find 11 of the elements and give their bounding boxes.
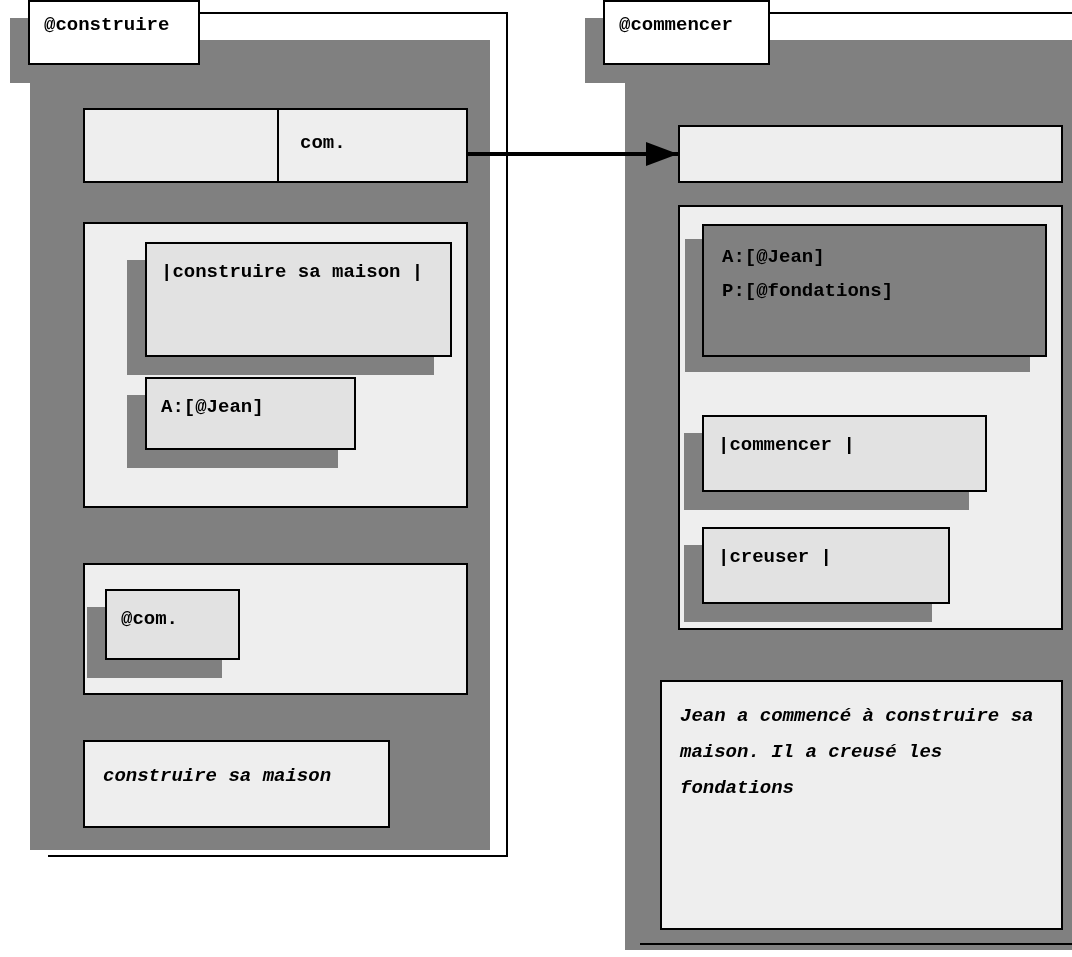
- frame-box: [678, 125, 1063, 183]
- frame-box: [83, 563, 468, 695]
- text-box: Jean a commencé à construire sa maison. Il a creusé les fondations: [660, 680, 1063, 930]
- split-box: [83, 108, 468, 183]
- role-text: A:[@Jean]: [722, 245, 826, 270]
- arrow: [468, 142, 678, 166]
- cell-text: com.: [300, 132, 346, 154]
- role-text: P:[@fondations]: [722, 279, 895, 305]
- frame-box: [678, 205, 1063, 630]
- text-box: construire sa maison: [83, 740, 390, 828]
- frame-box: [83, 222, 468, 508]
